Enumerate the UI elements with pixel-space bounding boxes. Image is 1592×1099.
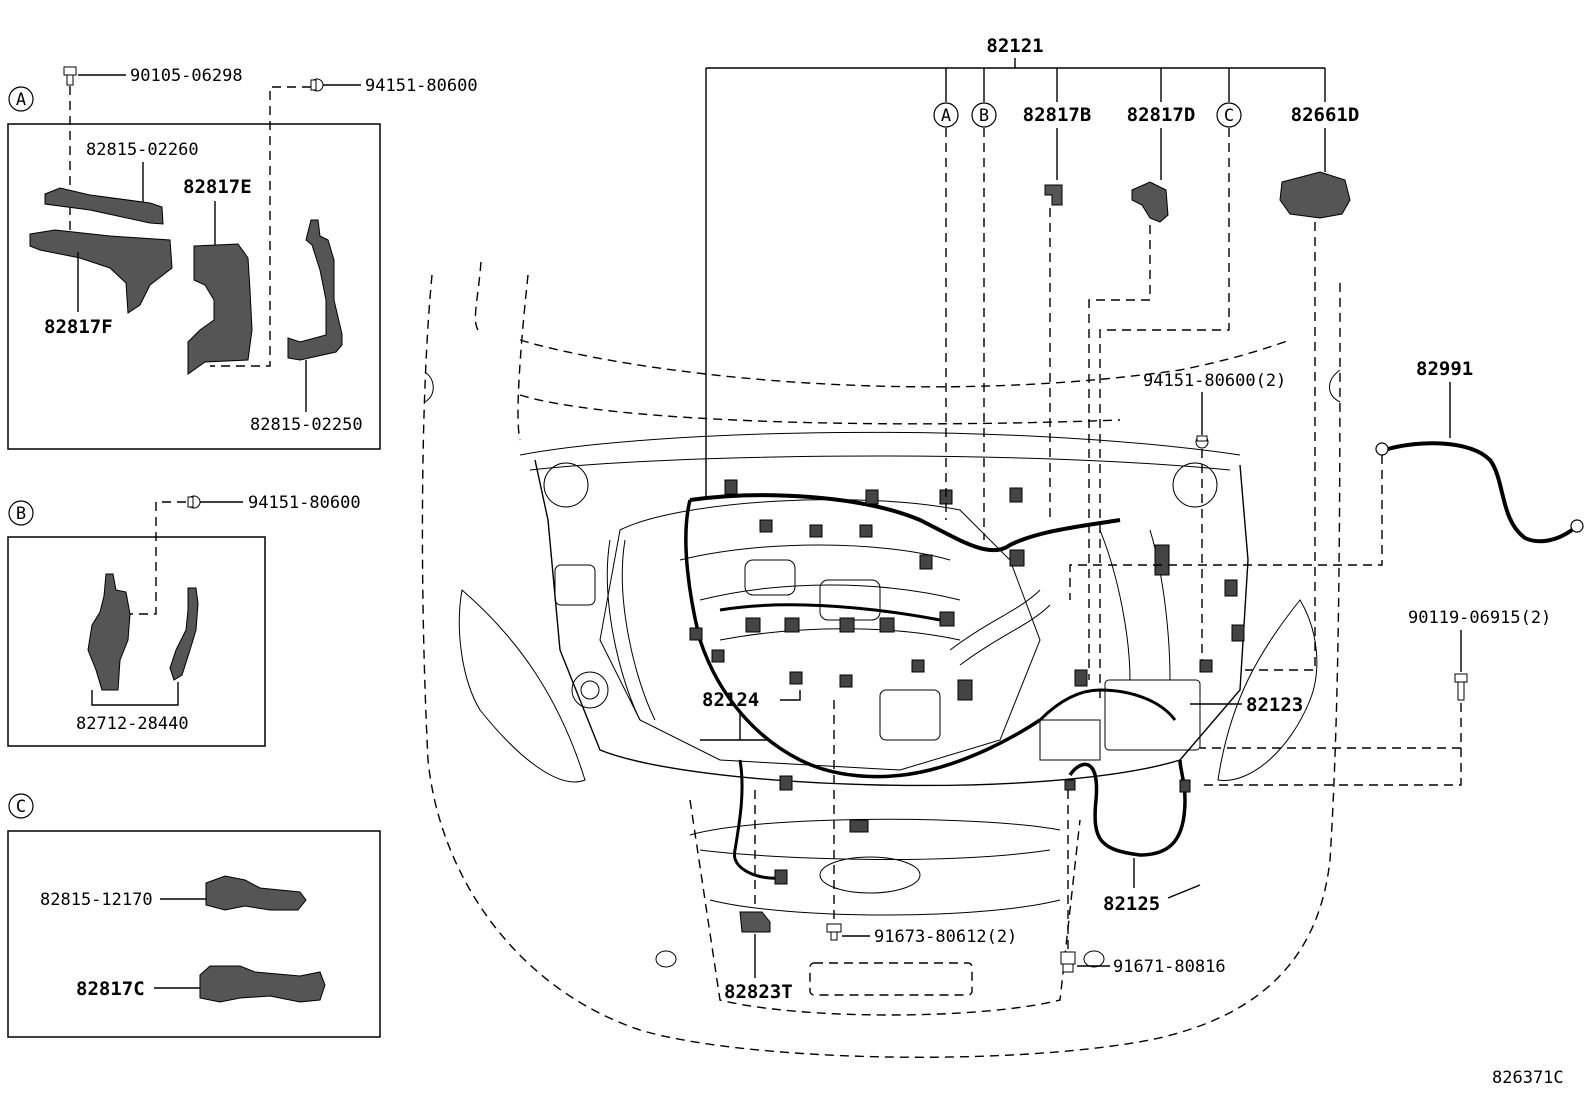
- part-label: 82817E: [183, 176, 252, 198]
- clip-icon: [310, 78, 324, 92]
- callout-circle-a: [933, 102, 959, 128]
- bolt-icon: [826, 923, 842, 941]
- callout-circle-b: [8, 500, 34, 526]
- part-label: 82815-12170: [40, 890, 153, 910]
- part-label: 90119-06915(2): [1408, 608, 1551, 628]
- bracket-part: [29, 229, 173, 314]
- part-label: 82991: [1416, 358, 1473, 380]
- bracket-part: [287, 219, 343, 361]
- part-label: 82125: [1103, 893, 1160, 915]
- harness-82121-leaders: 82121 A B C 82817B 82817D 82661D: [705, 35, 1360, 700]
- clamp-82823T: 82823T: [724, 790, 793, 1003]
- part-label: 91671-80816: [1113, 957, 1226, 977]
- callout-c-label: C: [1224, 106, 1234, 126]
- diagram-id: 826371C: [1492, 1068, 1564, 1088]
- inset-a-frame: [7, 123, 381, 450]
- callout-circle-c: [1216, 102, 1242, 128]
- callout-circle-b: [971, 102, 997, 128]
- harness-82124-label: 82124: [700, 689, 801, 741]
- clip-part: [1044, 184, 1063, 206]
- clip-icon: [1195, 435, 1209, 449]
- part-label: 94151-80600: [248, 493, 361, 513]
- bracket-part: [187, 243, 253, 375]
- inset-c-frame: [7, 830, 381, 1038]
- part-label: 82712-28440: [76, 714, 189, 734]
- part-label: 82817D: [1127, 104, 1196, 126]
- bolt-icon: [1454, 673, 1468, 701]
- harness-82123-label: 82123: [1190, 694, 1303, 716]
- callout-b-label: B: [979, 106, 989, 126]
- callout-circle-c: [8, 793, 34, 819]
- callout-a-label: A: [941, 106, 951, 126]
- part-label: 82817F: [44, 316, 113, 338]
- bracket-part: [1131, 181, 1169, 223]
- part-label: 82815-02250: [250, 415, 363, 435]
- inset-c: C 82815-12170 82817C: [7, 793, 381, 1038]
- clamp-part: [739, 911, 771, 933]
- part-label: 82123: [1246, 694, 1303, 716]
- callout-a-label: A: [16, 90, 26, 110]
- clip-group: 94151-80600(2): [1143, 371, 1286, 660]
- inset-b: B 94151-80600 82712-28440: [7, 493, 361, 747]
- bracket-part: [87, 573, 131, 691]
- bracket-part: [205, 875, 307, 911]
- part-label: 90105-06298: [130, 66, 243, 86]
- bolt-icon: [1060, 951, 1076, 973]
- part-label: 82121: [986, 35, 1043, 57]
- inset-b-frame: [7, 536, 266, 747]
- part-label: 82823T: [724, 981, 793, 1003]
- bolt-group: 90119-06915(2): [1200, 608, 1551, 786]
- part-label: 82817B: [1023, 104, 1092, 126]
- bolt-group: 91671-80816: [1060, 790, 1226, 977]
- cable-82991: 82991: [1069, 358, 1584, 600]
- callout-c-label: C: [16, 797, 26, 817]
- engine-components: [543, 462, 1245, 885]
- callout-circle-a: [8, 86, 34, 112]
- harness-82125-label: 82125: [1103, 858, 1201, 915]
- part-label: 91673-80612(2): [874, 927, 1017, 947]
- part-label: 82124: [702, 689, 759, 711]
- clip-icon: [187, 495, 201, 509]
- bolt-group: 91673-80612(2): [826, 700, 1017, 947]
- bracket-part: [169, 587, 199, 681]
- cover-part: [44, 187, 164, 225]
- part-label: 82817C: [76, 978, 145, 1000]
- part-label: 94151-80600: [365, 76, 478, 96]
- bracket-part: [199, 965, 326, 1003]
- callout-b-label: B: [16, 504, 26, 524]
- part-label: 82815-02260: [86, 140, 199, 160]
- vehicle-outline: [421, 261, 1341, 1058]
- block-part: [1279, 171, 1351, 219]
- part-label: 94151-80600(2): [1143, 371, 1286, 391]
- inset-a: A 90105-06298 94151-80600 82815-02260 82…: [7, 66, 478, 450]
- part-label: 82661D: [1291, 104, 1360, 126]
- bolt-icon: [63, 66, 77, 86]
